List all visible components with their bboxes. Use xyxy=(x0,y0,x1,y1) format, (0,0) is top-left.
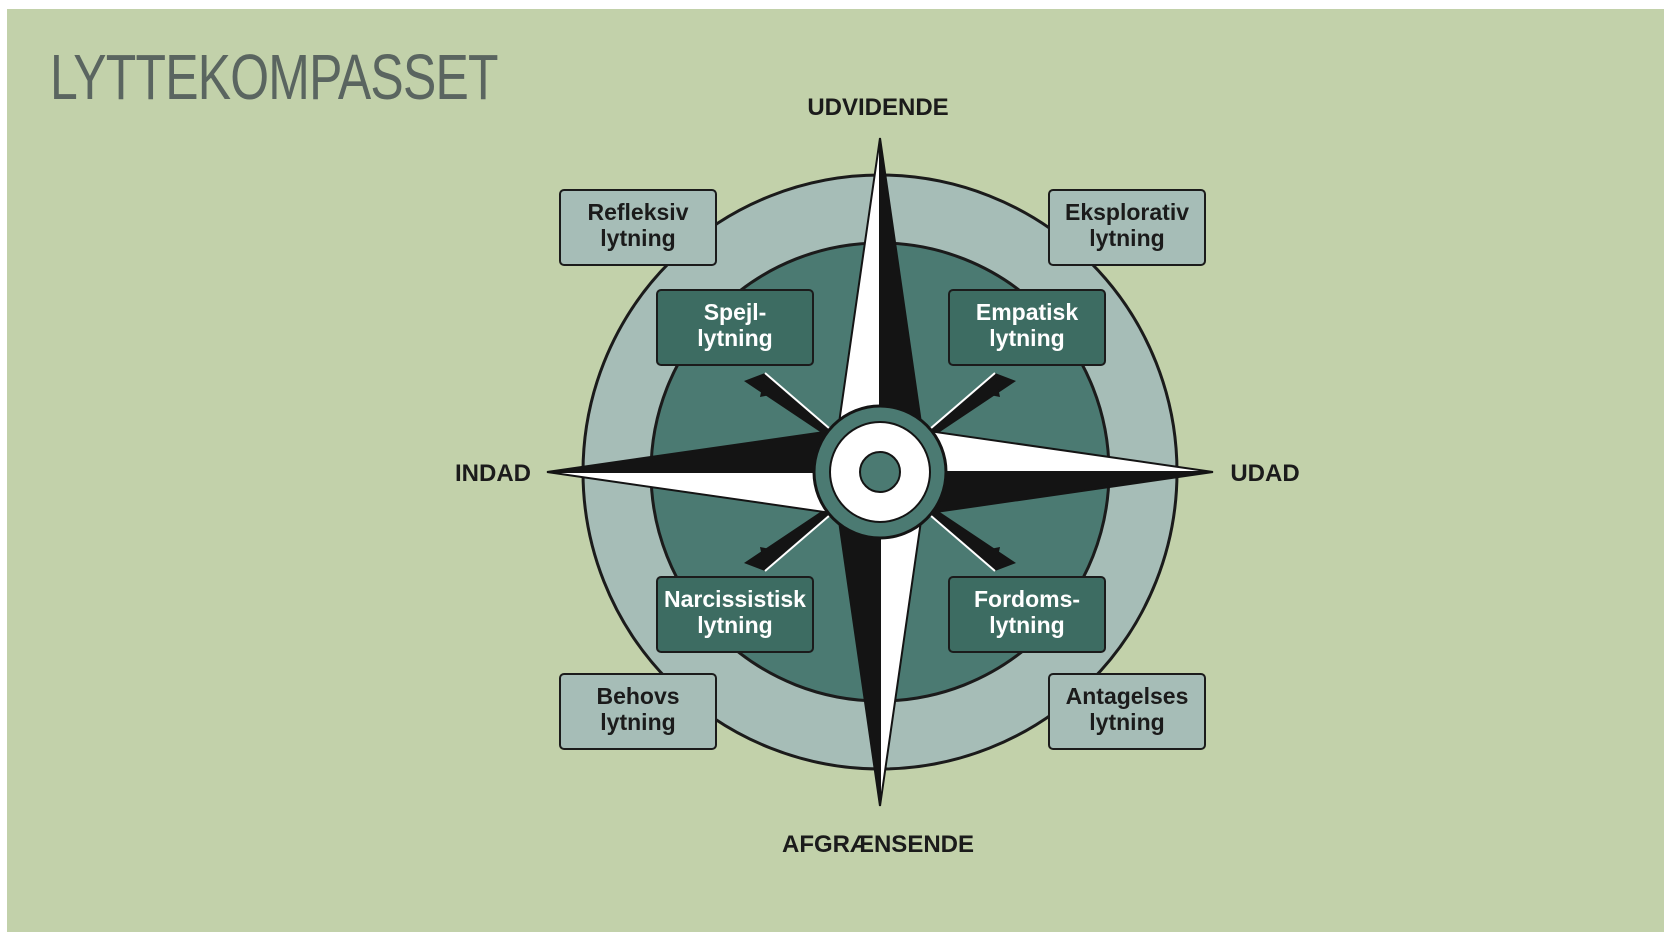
inner-box-top-left-line1: Spejl- xyxy=(704,299,767,325)
direction-west-label: INDAD xyxy=(455,460,531,487)
outer-box-bottom-left-line2: lytning xyxy=(600,709,675,735)
inner-box-bottom-right-line1: Fordoms- xyxy=(974,586,1080,612)
inner-box-bottom-left-line1: Narcissistisk xyxy=(664,586,806,612)
inner-box-bottom-left: Narcissistisk lytning xyxy=(656,576,814,653)
compass-center xyxy=(812,404,948,540)
outer-box-bottom-right-line1: Antagelses xyxy=(1066,683,1189,709)
inner-box-top-left: Spejl- lytning xyxy=(656,289,814,366)
inner-box-bottom-right-line2: lytning xyxy=(989,612,1064,638)
outer-box-top-left-line2: lytning xyxy=(600,225,675,251)
direction-east-label: UDAD xyxy=(1230,460,1299,487)
inner-box-top-right-line2: lytning xyxy=(989,325,1064,351)
direction-south-label: AFGRÆNSENDE xyxy=(782,831,974,858)
outer-box-top-right: Eksplorativ lytning xyxy=(1048,189,1206,266)
inner-box-top-left-line2: lytning xyxy=(697,325,772,351)
inner-box-bottom-left-line2: lytning xyxy=(697,612,772,638)
page-title: LYTTEKOMPASSET xyxy=(50,41,498,113)
inner-box-top-right: Empatisk lytning xyxy=(948,289,1106,366)
outer-box-top-left: Refleksiv lytning xyxy=(559,189,717,266)
inner-box-bottom-right: Fordoms- lytning xyxy=(948,576,1106,653)
outer-box-top-right-line2: lytning xyxy=(1089,225,1164,251)
outer-box-top-right-line1: Eksplorativ xyxy=(1065,199,1189,225)
outer-box-bottom-right: Antagelses lytning xyxy=(1048,673,1206,750)
direction-north-label: UDVIDENDE xyxy=(807,94,948,121)
inner-box-top-right-line1: Empatisk xyxy=(976,299,1078,325)
outer-box-bottom-right-line2: lytning xyxy=(1089,709,1164,735)
outer-box-bottom-left: Behovs lytning xyxy=(559,673,717,750)
outer-box-top-left-line1: Refleksiv xyxy=(587,199,688,225)
compass-star xyxy=(546,137,1214,807)
outer-box-bottom-left-line1: Behovs xyxy=(596,683,679,709)
